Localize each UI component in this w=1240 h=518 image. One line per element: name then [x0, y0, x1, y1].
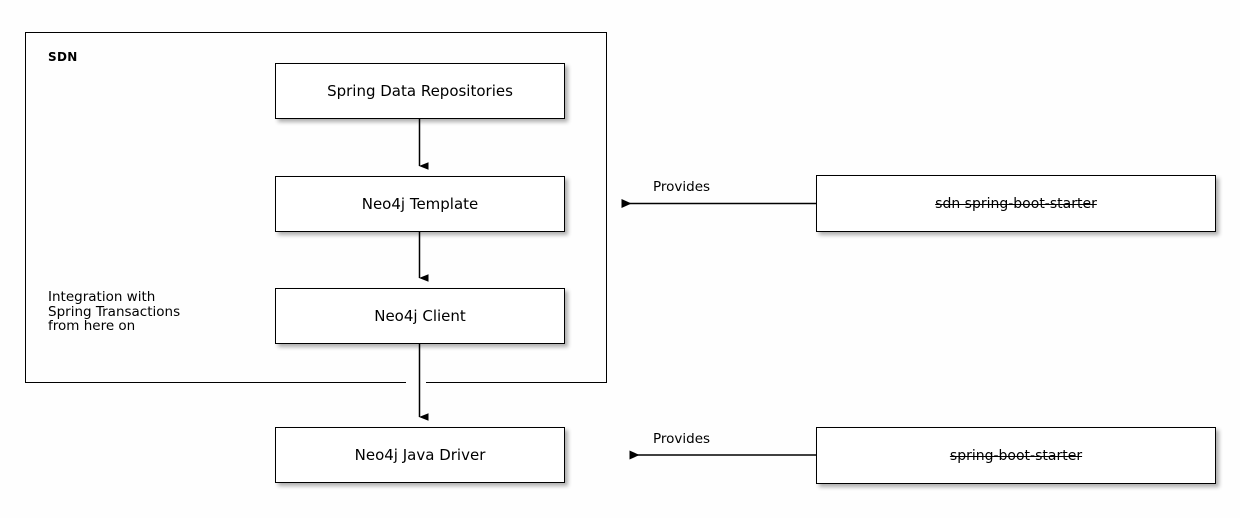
note-line-1: Integration with [48, 289, 156, 305]
container-border-gap [406, 377, 426, 387]
node-neo4j-client[interactable]: Neo4j Client [275, 288, 565, 344]
node-label: spring-boot-starter [949, 447, 1083, 464]
node-sdn-spring-boot-starter[interactable]: sdn spring-boot-starter [816, 175, 1216, 232]
node-neo4j-template[interactable]: Neo4j Template [275, 176, 565, 232]
node-neo4j-java-driver[interactable]: Neo4j Java Driver [275, 427, 565, 483]
note-line-2: Spring Transactions [48, 303, 181, 320]
node-spring-data-repositories[interactable]: Spring Data Repositories [275, 63, 565, 119]
sdn-container-label: SDN [48, 50, 78, 64]
node-label: Neo4j Template [361, 195, 479, 213]
sdn-container [25, 32, 607, 383]
node-label: Neo4j Java Driver [354, 446, 486, 464]
transactions-note: Integration with Spring Transactions fro… [48, 290, 180, 334]
node-label: sdn spring-boot-starter [935, 195, 1097, 212]
node-label: Spring Data Repositories [327, 82, 513, 100]
node-spring-boot-starter[interactable]: spring-boot-starter [816, 427, 1216, 484]
edge-label-provides-sdn: Provides [653, 179, 711, 195]
note-line-3: from here on [48, 318, 136, 334]
node-label: Neo4j Client [374, 307, 466, 325]
edge-label-provides-driver: Provides [653, 431, 711, 447]
